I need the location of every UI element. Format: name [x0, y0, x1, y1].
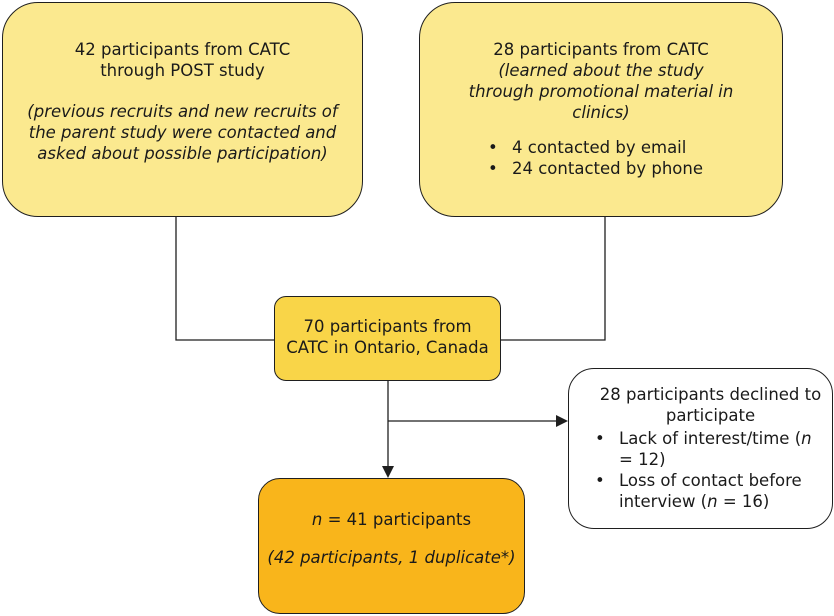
box-post-study-title: 42 participants from CATC through POST s… — [74, 40, 291, 80]
box-catc-promo-title: 28 participants from CATC — [493, 40, 709, 59]
n-symbol: n — [311, 510, 323, 529]
box-declined-title: 28 participants declined to participate — [599, 385, 822, 425]
list-item: 24 contacted by phone — [484, 158, 768, 179]
connector-catc-to-total — [500, 217, 606, 341]
count-text: = 41 participants — [322, 510, 472, 529]
item-text: Lack of interest/time ( — [619, 429, 802, 448]
box-catc-promo: 28 participants from CATC (learned about… — [419, 2, 783, 217]
n-symbol: n — [707, 492, 718, 511]
box-final-note: (42 participants, 1 duplicate*) — [267, 548, 516, 567]
item-text: = 16) — [717, 492, 770, 511]
item-text: = 12) — [619, 450, 666, 469]
list-item: 4 contacted by email — [484, 137, 768, 158]
box-post-study-note: (previous recruits and new recruits of t… — [27, 102, 338, 163]
box-catc-promo-list: 4 contacted by email 24 contacted by pho… — [484, 137, 768, 179]
box-declined: 28 participants declined to participate … — [568, 368, 833, 529]
item-text: Loss of contact before interview ( — [619, 471, 802, 511]
list-item: Loss of contact before interview (n = 16… — [591, 470, 822, 512]
box-post-study: 42 participants from CATC through POST s… — [2, 2, 363, 217]
connector-post-to-total — [175, 217, 275, 341]
box-final-count: n = 41 participants — [267, 509, 516, 530]
n-symbol: n — [801, 429, 812, 448]
list-item: Lack of interest/time (n = 12) — [591, 428, 822, 470]
box-final-participants: n = 41 participants (42 participants, 1 … — [258, 478, 525, 614]
box-catc-promo-note: (learned about the study through promoti… — [468, 61, 734, 122]
box-total-line1: 70 participants from — [303, 317, 472, 336]
box-declined-list: Lack of interest/time (n = 12) Loss of c… — [591, 428, 822, 512]
box-total-participants: 70 participants from CATC in Ontario, Ca… — [274, 296, 501, 381]
box-total-line2: CATC in Ontario, Canada — [286, 338, 489, 357]
